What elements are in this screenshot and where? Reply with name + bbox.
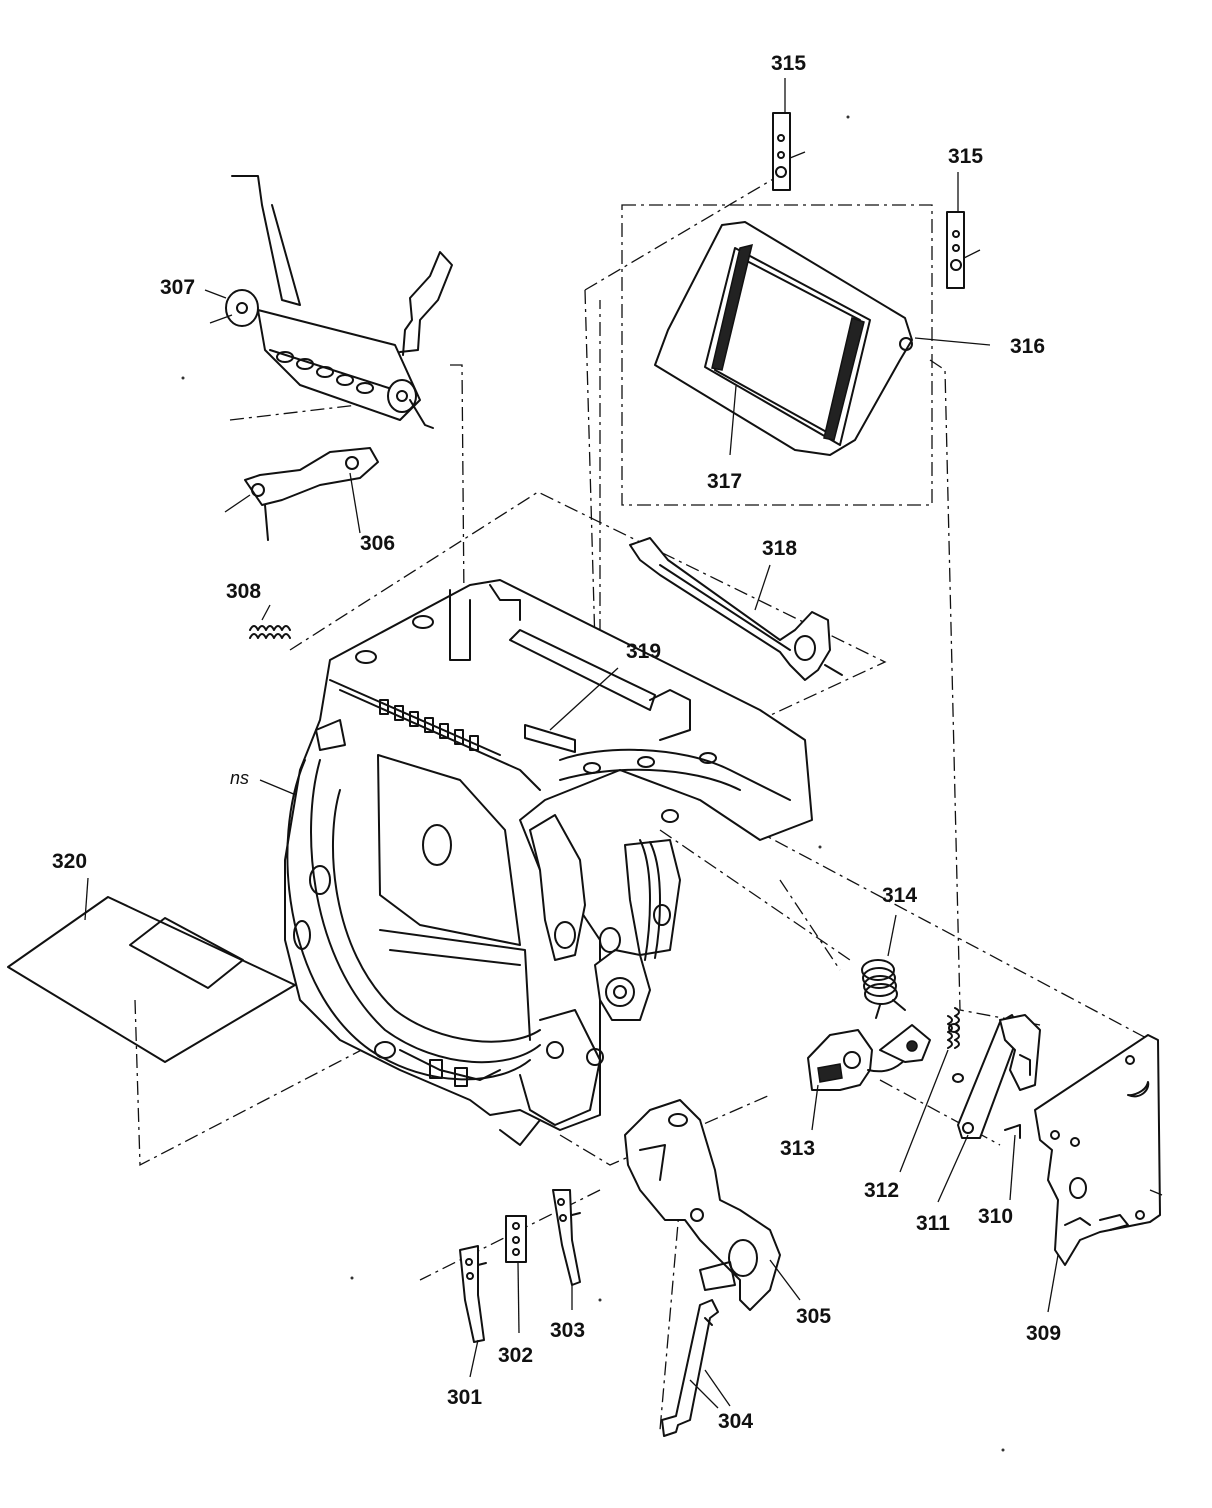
callout-labels: 315 315 307 316 317 306 318 308 319 ns 3… bbox=[52, 52, 1061, 1433]
label-315-right: 315 bbox=[948, 145, 983, 168]
part-315-strip-right bbox=[946, 211, 981, 289]
label-312: 312 bbox=[864, 1179, 899, 1202]
part-307-flex-assembly bbox=[209, 175, 453, 429]
label-313: 313 bbox=[780, 1137, 815, 1160]
label-310: 310 bbox=[978, 1205, 1013, 1228]
part-302-strip bbox=[505, 1215, 527, 1263]
label-315-top: 315 bbox=[771, 52, 806, 75]
label-308: 308 bbox=[226, 580, 261, 603]
label-319: 319 bbox=[626, 640, 661, 663]
scan-specks bbox=[181, 115, 1005, 1452]
label-305: 305 bbox=[796, 1305, 831, 1328]
part-315-strip-top bbox=[772, 112, 806, 191]
part-303-strip bbox=[552, 1189, 581, 1286]
label-311: 311 bbox=[916, 1212, 950, 1235]
label-leaders bbox=[84, 78, 1059, 1407]
label-301: 301 bbox=[447, 1386, 482, 1409]
part-319-block bbox=[524, 724, 576, 753]
part-309-side-plate bbox=[1034, 1034, 1163, 1266]
part-312-spring bbox=[947, 1007, 964, 1083]
label-306: 306 bbox=[360, 532, 395, 555]
part-301-strip bbox=[459, 1245, 487, 1343]
label-316: 316 bbox=[1010, 335, 1045, 358]
main-mirror-box-body bbox=[284, 579, 813, 1146]
part-308-spring bbox=[249, 625, 291, 639]
part-313-lever bbox=[807, 1024, 931, 1091]
part-305-block bbox=[624, 1099, 781, 1311]
part-320-sheet bbox=[7, 896, 296, 1063]
label-317: 317 bbox=[707, 470, 742, 493]
part-318-rail bbox=[629, 537, 843, 681]
label-309: 309 bbox=[1026, 1322, 1061, 1345]
label-314: 314 bbox=[882, 884, 917, 907]
label-318: 318 bbox=[762, 537, 797, 560]
label-304: 304 bbox=[718, 1410, 753, 1433]
label-302: 302 bbox=[498, 1344, 533, 1367]
part-314-spring-coil bbox=[861, 959, 906, 1019]
label-303: 303 bbox=[550, 1319, 585, 1342]
part-310-bracket bbox=[999, 1014, 1041, 1139]
part-317-screen-frame bbox=[654, 221, 913, 456]
part-304-flex bbox=[661, 1299, 719, 1437]
label-307: 307 bbox=[160, 276, 195, 299]
part-306-lever-plate bbox=[224, 447, 379, 541]
label-ns: ns bbox=[230, 768, 249, 788]
label-320: 320 bbox=[52, 850, 87, 873]
